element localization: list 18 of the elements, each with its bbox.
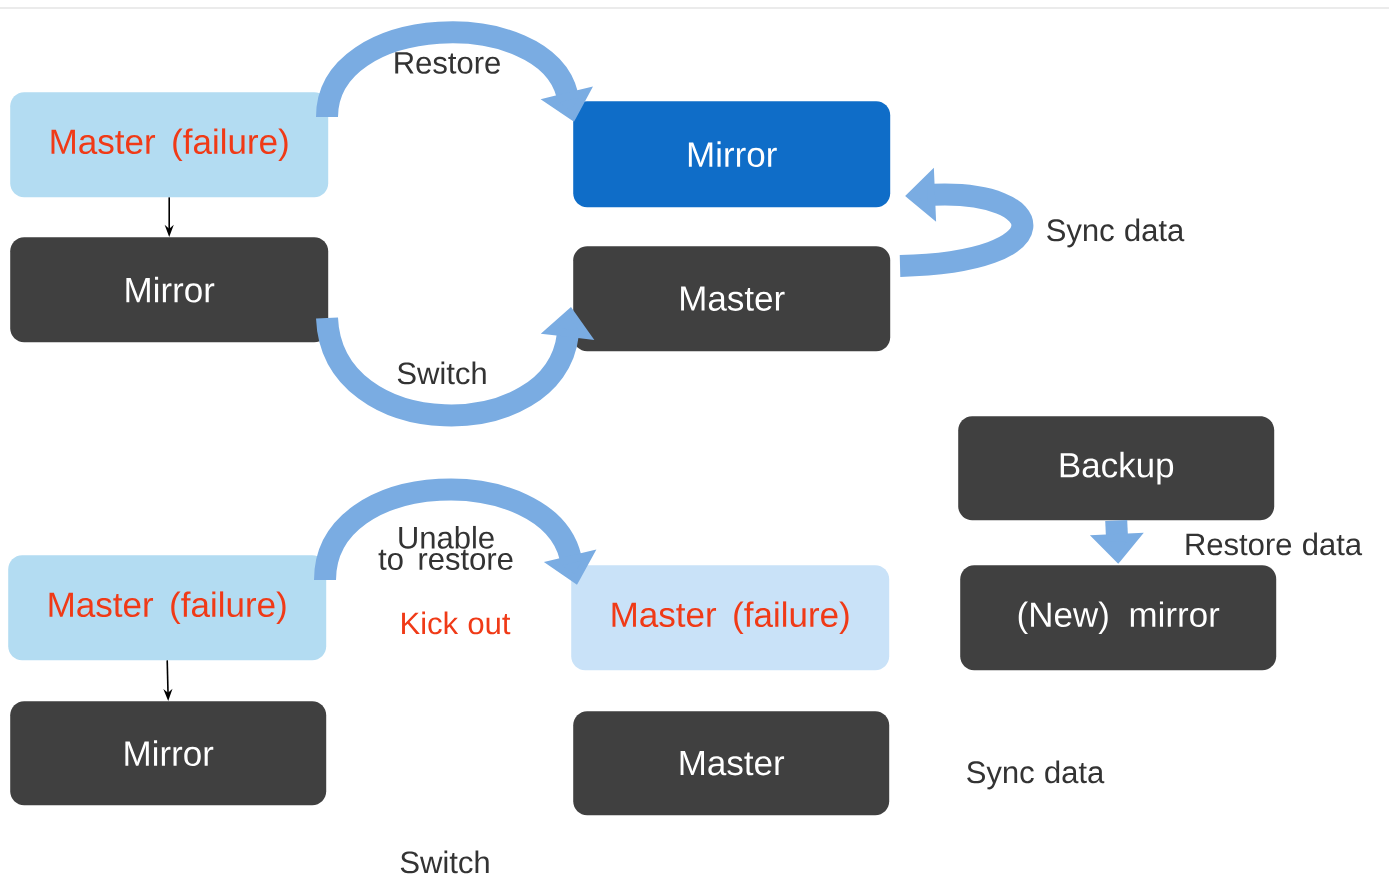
process-box: Master	[573, 711, 890, 816]
edge-label: Sync data	[1047, 218, 1185, 248]
process-box: Master (failure)	[10, 92, 329, 198]
process-box: Backup	[958, 416, 1275, 521]
process-box: Mirror	[10, 701, 327, 806]
process-box: (New) mirror	[960, 565, 1277, 671]
edge-label: Switch	[397, 361, 486, 385]
edge-label: Unable to restore	[378, 525, 513, 571]
annotation-text: Switch	[400, 850, 489, 874]
warning-label: Kick out	[402, 611, 511, 635]
edge-label: Restore data	[1186, 532, 1363, 556]
process-box: Master (failure)	[571, 565, 890, 671]
edge-label: Restore	[395, 52, 500, 74]
process-box: Master (failure)	[8, 555, 327, 661]
process-box: Mirror	[573, 101, 891, 208]
process-box: Mirror	[10, 237, 329, 343]
annotation-text: Sync data	[967, 760, 1105, 790]
process-box: Master	[573, 246, 891, 352]
